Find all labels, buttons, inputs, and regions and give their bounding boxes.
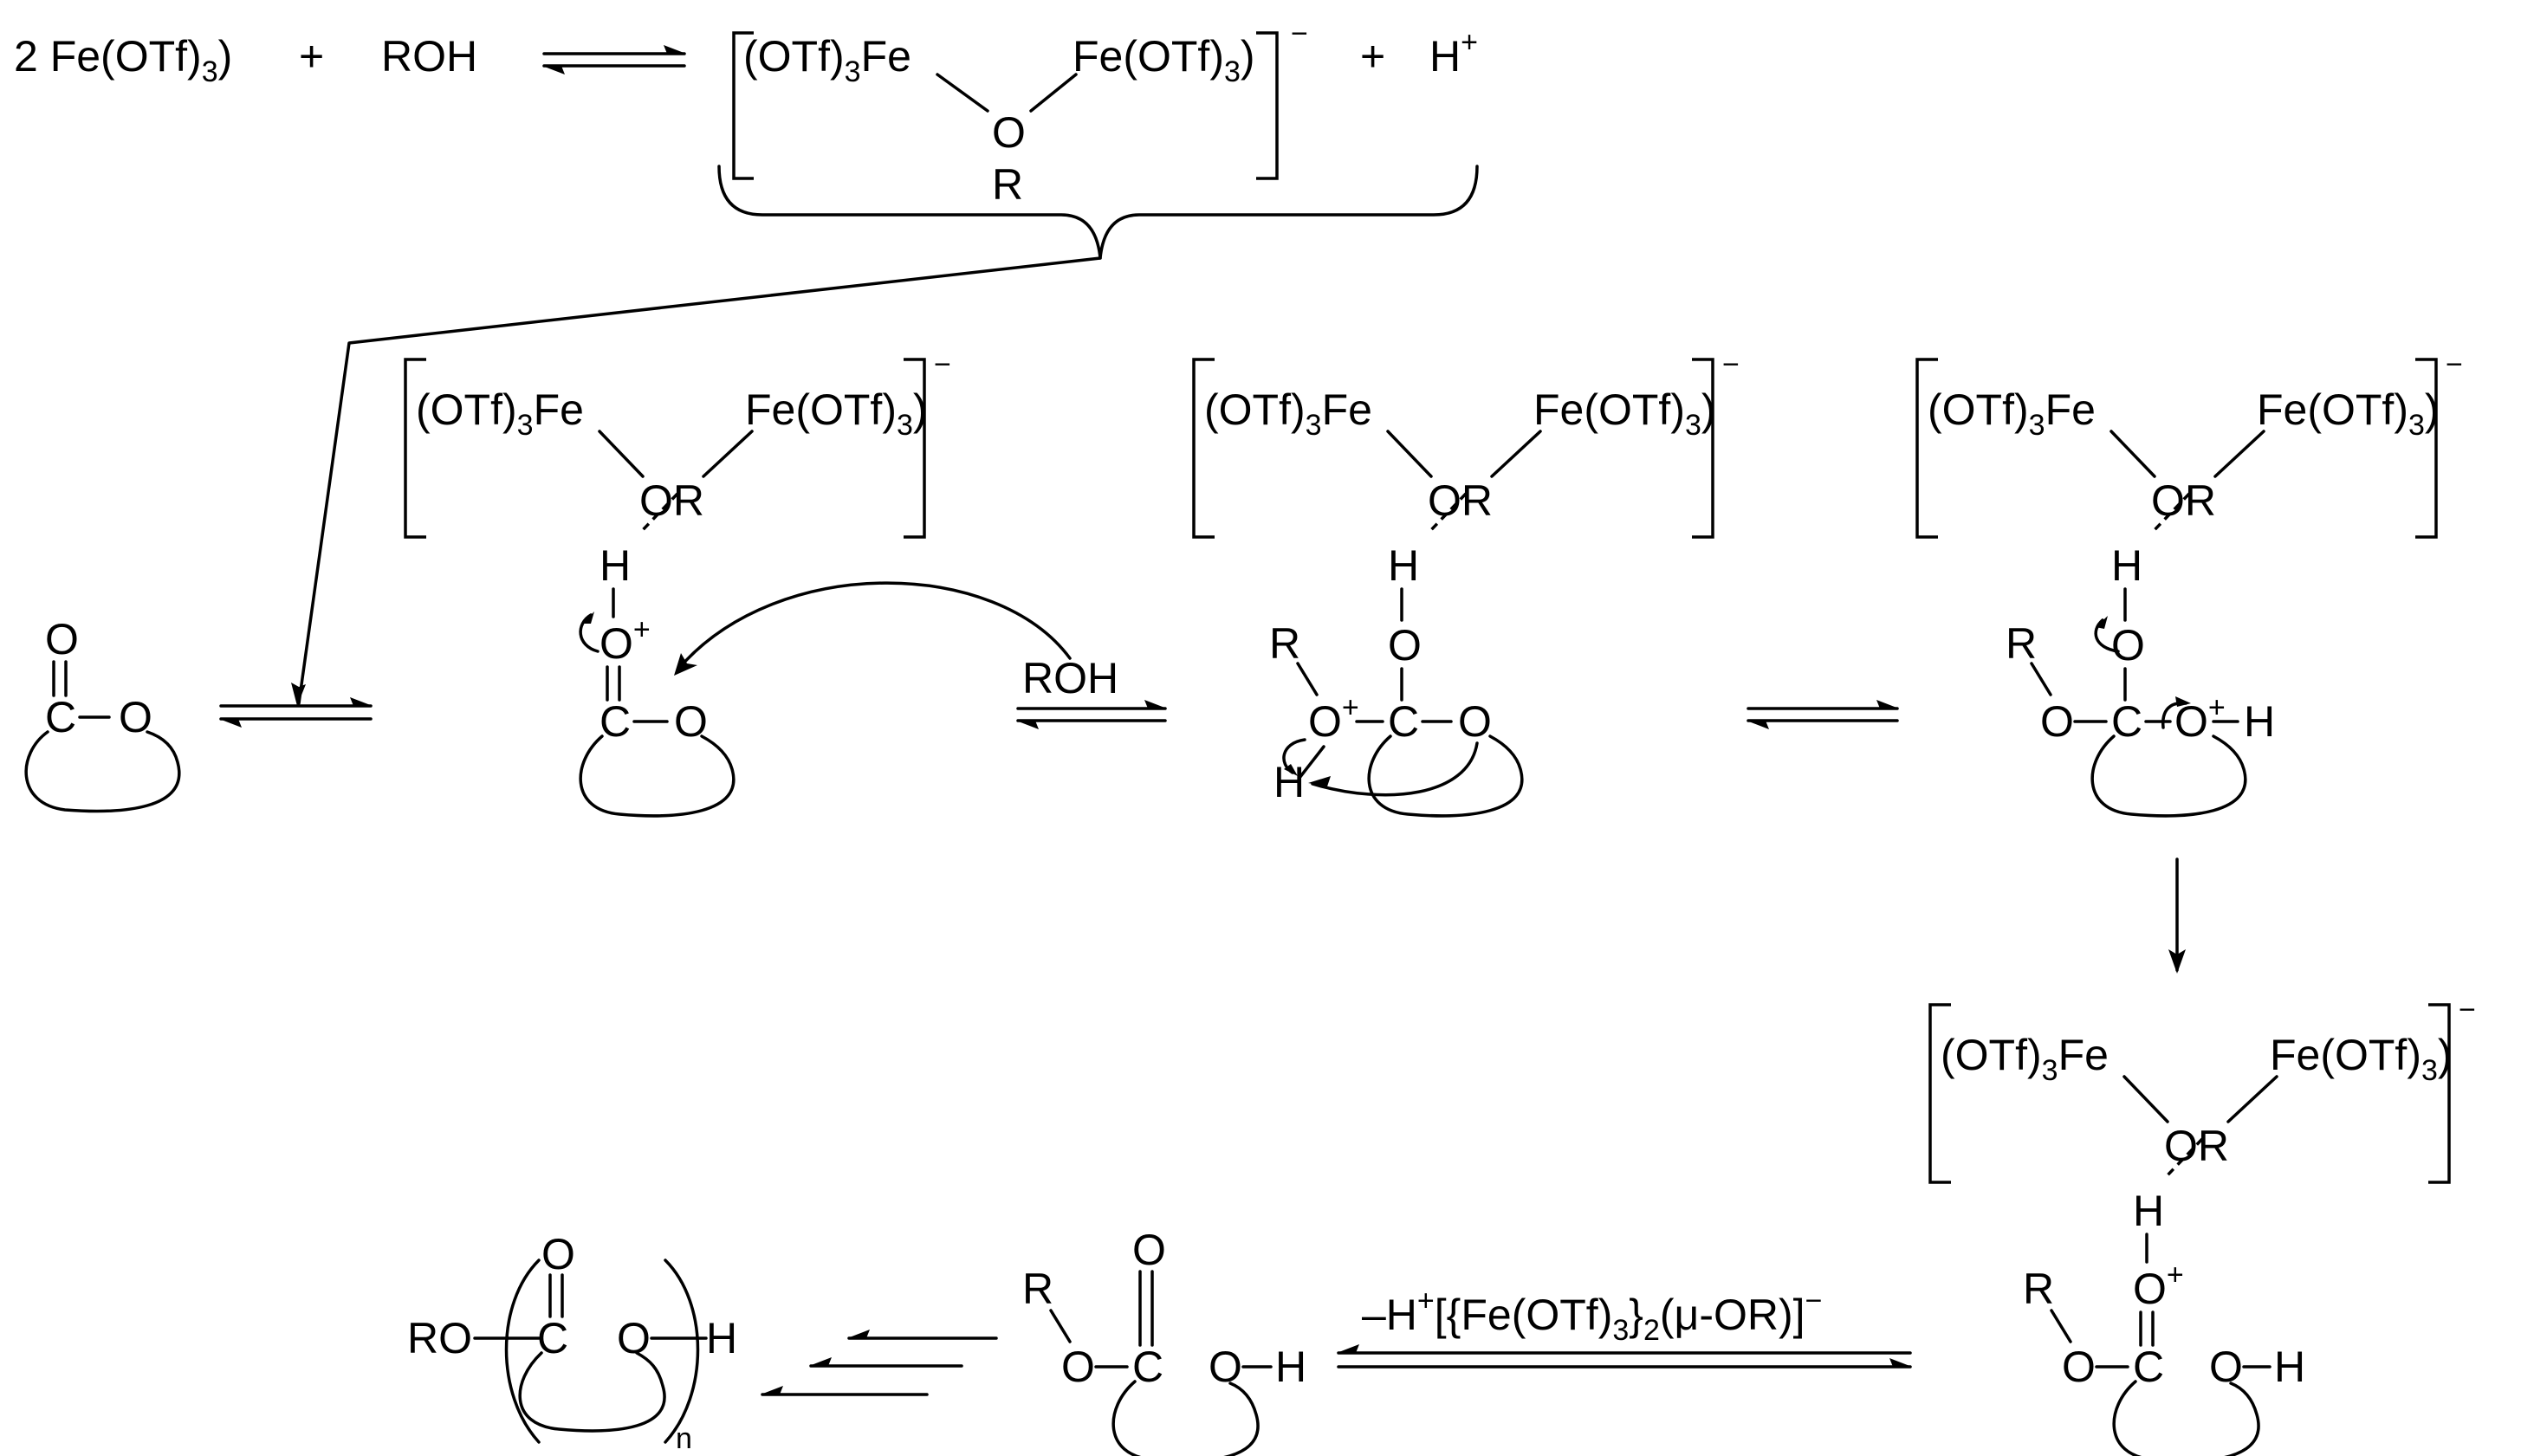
- svg-text:O: O: [1388, 621, 1422, 670]
- protonated-carbonate-complex: H O+ C O: [404, 346, 953, 818]
- ring-opened-product: R O C O O H: [1022, 1226, 1306, 1456]
- svg-text:O: O: [2209, 1343, 2243, 1391]
- equilibrium-arrow: [542, 45, 686, 74]
- svg-text:O: O: [1458, 697, 1492, 746]
- bridged-iron-complex-top: (OTf)3Fe Fe(OTf)3) − O R: [732, 17, 1308, 209]
- svg-text:O: O: [2062, 1343, 2096, 1391]
- svg-text:R: R: [1022, 1265, 1053, 1313]
- svg-text:H: H: [1273, 758, 1305, 806]
- svg-text:C: C: [1388, 697, 1419, 746]
- polymerization-arrows: [761, 1330, 998, 1396]
- svg-text:O: O: [45, 615, 79, 663]
- svg-text:O+: O+: [2174, 691, 2226, 746]
- svg-text:H: H: [1388, 541, 1419, 590]
- svg-text:O: O: [2111, 621, 2145, 670]
- svg-text:O+: O+: [599, 613, 651, 668]
- svg-text:O: O: [119, 693, 152, 741]
- svg-text:C: C: [2133, 1343, 2164, 1391]
- svg-text:Fe(OTf)3): Fe(OTf)3): [1073, 32, 1255, 88]
- svg-text:H: H: [2244, 697, 2275, 746]
- plus-sign: +: [299, 32, 324, 81]
- svg-text:O: O: [541, 1230, 575, 1278]
- svg-text:O: O: [992, 108, 1026, 157]
- svg-text:R: R: [2023, 1265, 2054, 1313]
- svg-text:−: −: [1291, 17, 1308, 50]
- svg-text:R: R: [1269, 619, 1300, 668]
- deprotonation-equilibrium: –H+[{Fe(OTf)3}2(μ-OR)]−: [1337, 1285, 1912, 1369]
- proton: H+: [1429, 26, 1478, 81]
- ring-opened-complex: H O+ C R O O H: [1928, 992, 2478, 1456]
- svg-text:RO: RO: [407, 1314, 472, 1362]
- catalyst-delivery-arrow: [291, 256, 1102, 706]
- svg-text:O+: O+: [2133, 1259, 2184, 1313]
- svg-text:H: H: [1275, 1343, 1306, 1391]
- svg-text:O: O: [674, 697, 708, 746]
- top-equation: 2 Fe(OTf)3) + ROH (OTf)3Fe Fe(OTf)3) − O…: [14, 17, 1479, 260]
- svg-text:H: H: [2133, 1187, 2164, 1235]
- svg-text:O: O: [617, 1314, 651, 1362]
- cyclic-carbonate: O C O: [24, 615, 181, 813]
- svg-text:R: R: [992, 160, 1023, 209]
- svg-text:H: H: [599, 541, 631, 590]
- svg-text:O: O: [1061, 1343, 1095, 1391]
- equilibrium-arrow-3: [1747, 700, 1899, 729]
- equilibrium-arrow-1: [219, 697, 373, 728]
- roh-equilibrium-arrow: ROH: [1016, 654, 1167, 729]
- svg-text:H: H: [2274, 1343, 2305, 1391]
- svg-text:C: C: [537, 1314, 568, 1362]
- polycarbonate-product: RO C O O H n: [407, 1230, 737, 1455]
- svg-text:R: R: [2006, 619, 2037, 668]
- svg-text:O: O: [1209, 1343, 1242, 1391]
- reactant-fe-triflate: 2 Fe(OTf)3): [14, 32, 232, 88]
- svg-text:O: O: [1132, 1226, 1166, 1274]
- svg-text:ROH: ROH: [1022, 654, 1118, 702]
- reactant-roh: ROH: [381, 32, 477, 81]
- tetrahedral-intermediate-b: H O R O C O+ H: [1915, 346, 2465, 818]
- svg-text:O+: O+: [1308, 691, 1359, 746]
- plus-sign-2: +: [1360, 32, 1385, 81]
- svg-text:O: O: [2040, 697, 2074, 746]
- down-arrow: [2168, 857, 2186, 974]
- svg-text:n: n: [676, 1422, 692, 1455]
- svg-text:C: C: [599, 697, 631, 746]
- svg-text:H: H: [706, 1314, 737, 1362]
- svg-text:C: C: [1132, 1343, 1163, 1391]
- arrow-label: –H+[{Fe(OTf)3}2(μ-OR)]−: [1362, 1285, 1822, 1347]
- svg-text:C: C: [45, 693, 76, 741]
- svg-text:H: H: [2111, 541, 2142, 590]
- tetrahedral-intermediate-a: H O R O+ C O H: [1192, 346, 1741, 818]
- curly-brace: [717, 165, 1479, 260]
- svg-text:(OTf)3Fe: (OTf)3Fe: [743, 32, 911, 88]
- svg-text:C: C: [2111, 697, 2142, 746]
